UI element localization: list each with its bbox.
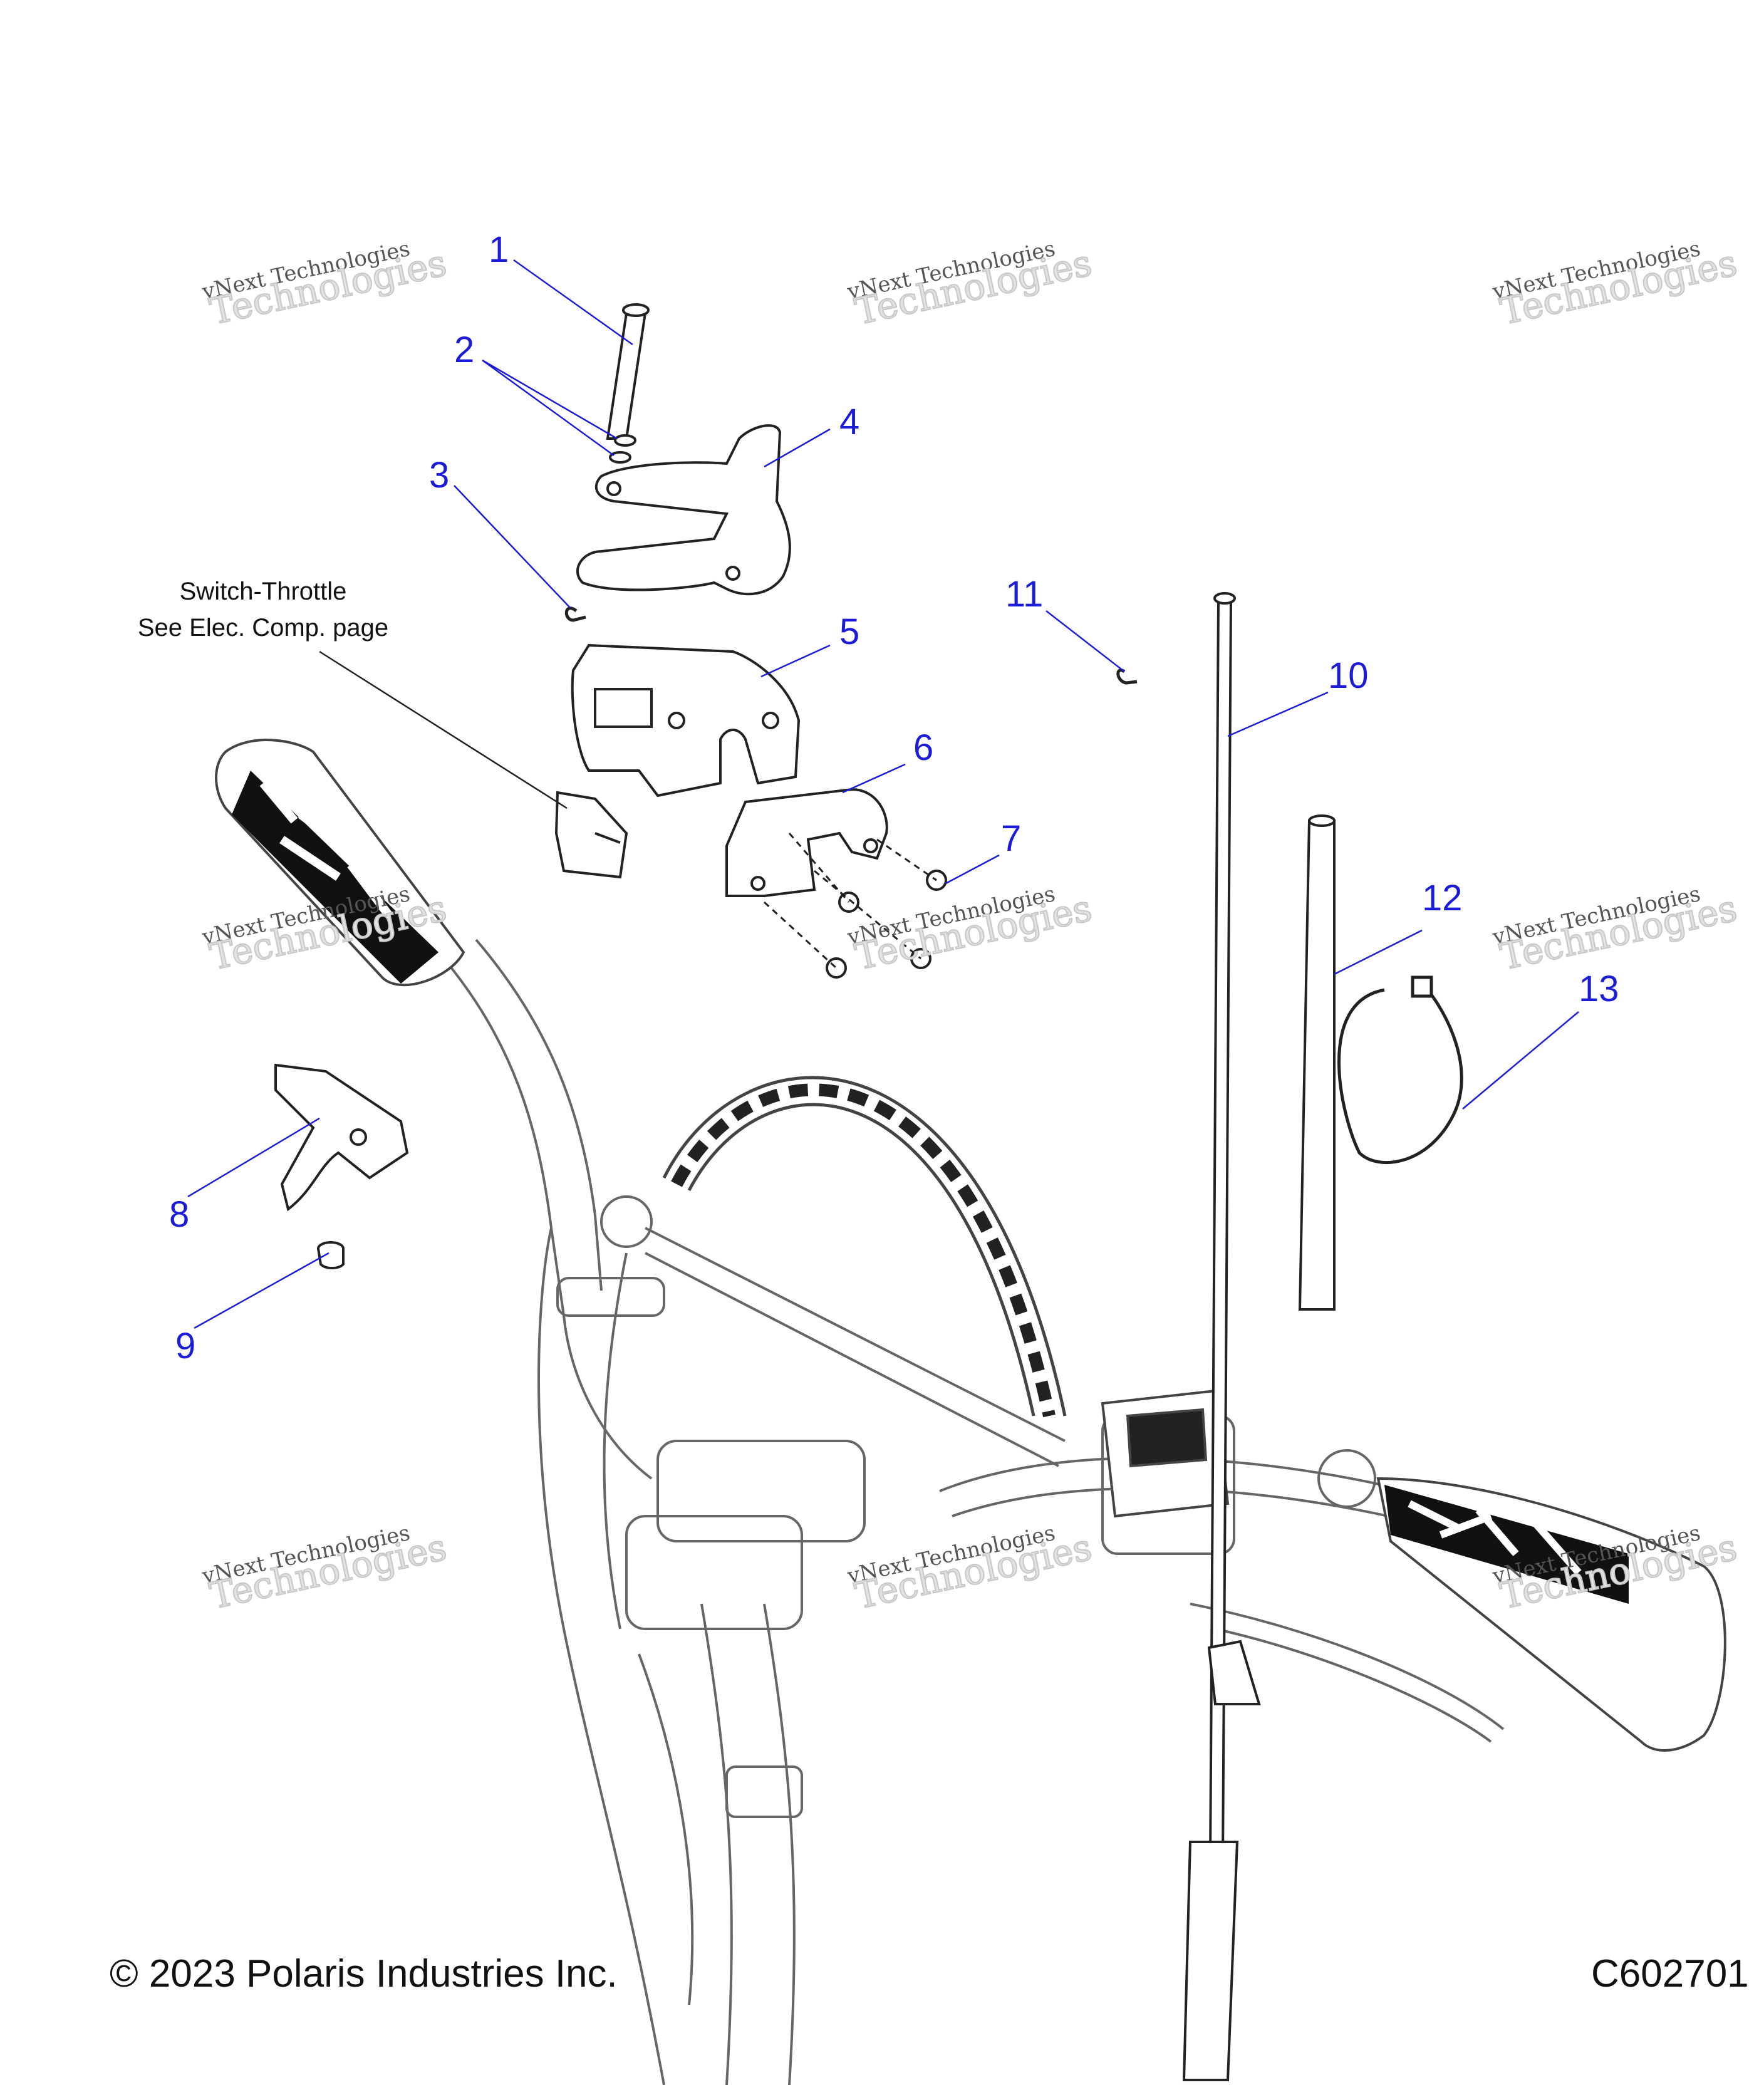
note-line-1: Switch-Throttle <box>179 578 347 605</box>
callout-10: 10 <box>1328 655 1369 696</box>
callout-13: 13 <box>1579 969 1619 1009</box>
brake-line <box>662 1076 1067 1418</box>
part-11-clip <box>1116 668 1138 685</box>
note-line-2: See Elec. Comp. page <box>137 614 389 642</box>
part-12-tube <box>1298 814 1336 1311</box>
callout-2: 2 <box>454 330 475 370</box>
callout-9: 9 <box>175 1326 196 1366</box>
part-8-bracket <box>274 1063 409 1212</box>
callout-5: 5 <box>839 611 860 652</box>
callout-4: 4 <box>839 402 860 442</box>
left-grip <box>215 739 465 987</box>
part-10-cable <box>1182 592 1261 2081</box>
part-2-washers <box>609 434 636 464</box>
part-1-pin <box>606 303 650 440</box>
part-9-nut <box>317 1241 345 1269</box>
switch-throttle <box>554 791 628 879</box>
callout-1: 1 <box>489 229 509 270</box>
callout-8: 8 <box>169 1194 190 1235</box>
part-3-clip <box>564 606 586 622</box>
callout-12: 12 <box>1422 878 1463 918</box>
part-5-throttle-housing <box>571 643 801 798</box>
part-6-cover <box>725 788 888 897</box>
callout-11: 11 <box>1005 574 1044 615</box>
handlebar-assembly <box>437 939 1505 2085</box>
callout-3: 3 <box>429 455 450 496</box>
copyright-text: © 2023 Polaris Industries Inc. <box>110 1952 618 1995</box>
switch-throttle-leader <box>319 650 568 809</box>
part-4-bracket <box>576 424 791 596</box>
callout-7: 7 <box>1001 818 1022 859</box>
figure-id: C602701 <box>1591 1952 1749 1995</box>
right-grip <box>1376 1477 1726 1752</box>
callout-leader-lines <box>187 259 1579 1329</box>
switch-throttle-note: Switch-Throttle See Elec. Comp. page <box>113 573 413 646</box>
master-cylinder <box>1101 1389 1230 1518</box>
part-13-cable-tie <box>1337 975 1463 1165</box>
screw-leader-lines <box>763 833 937 969</box>
callout-6: 6 <box>913 727 934 768</box>
